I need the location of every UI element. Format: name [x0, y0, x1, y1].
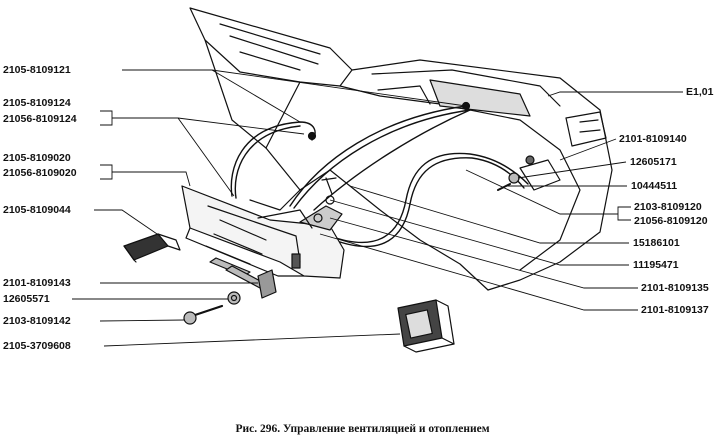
leader-2105-8109020 [100, 164, 191, 187]
part-label-2101-8109143: 2101-8109143 [3, 277, 71, 289]
leader-15186101 [349, 185, 629, 244]
leader-2105-8109124 [100, 110, 235, 197]
part-label-2103-8109142: 2103-8109142 [3, 315, 71, 327]
part-label-11195471: 11195471 [633, 259, 679, 271]
part-label-12605571: 12605571 [3, 293, 50, 305]
leader-E1-01 [547, 91, 683, 97]
part-label-E1-01: E1,01 [686, 86, 714, 98]
leader-2105-8109124-b [177, 117, 305, 135]
part-label-15186101: 15186101 [633, 237, 680, 249]
part-label-2105-8109020: 2105-8109020 [3, 152, 71, 164]
part-label-2105-8109044: 2105-8109044 [3, 204, 71, 216]
control-cables [230, 105, 529, 248]
leader-11195471 [329, 199, 629, 266]
part-label-2101-8109137: 2101-8109137 [641, 304, 709, 316]
control-knob [123, 233, 181, 263]
part-label-10444511: 10444511 [631, 180, 678, 192]
leader-2103-8109142 [99, 319, 185, 322]
control-lever-assembly [181, 177, 345, 289]
part-label-2105-3709608: 2105-3709608 [3, 340, 71, 352]
leader-2101-8109135 [329, 217, 638, 289]
fasteners [183, 155, 535, 325]
part-label-21056-8109020: 21056-8109020 [3, 167, 77, 179]
leader-2103-8109120 [465, 169, 631, 221]
figure-caption: Рис. 296. Управление вентиляцией и отопл… [235, 423, 490, 435]
part-label-2105-8109121: 2105-8109121 [3, 64, 71, 76]
leader-2105-3709608 [103, 333, 401, 347]
part-label-2101-8109140: 2101-8109140 [619, 133, 687, 145]
part-label-21056-8109120: 21056-8109120 [634, 215, 708, 227]
fan-switch [397, 299, 455, 353]
leader-2101-8109137 [319, 233, 638, 311]
leader-2101-8109140 [559, 138, 617, 161]
leader-2105-8109121-b [211, 69, 301, 123]
part-label-2101-8109135: 2101-8109135 [641, 282, 709, 294]
leader-2105-8109044 [94, 209, 161, 237]
part-label-21056-8109124: 21056-8109124 [3, 113, 77, 125]
part-label-2105-8109124: 2105-8109124 [3, 97, 71, 109]
part-label-2103-8109120: 2103-8109120 [634, 201, 702, 213]
leader-12605171 [517, 161, 627, 179]
part-label-12605171: 12605171 [630, 156, 677, 168]
heater-housing [189, 7, 613, 291]
